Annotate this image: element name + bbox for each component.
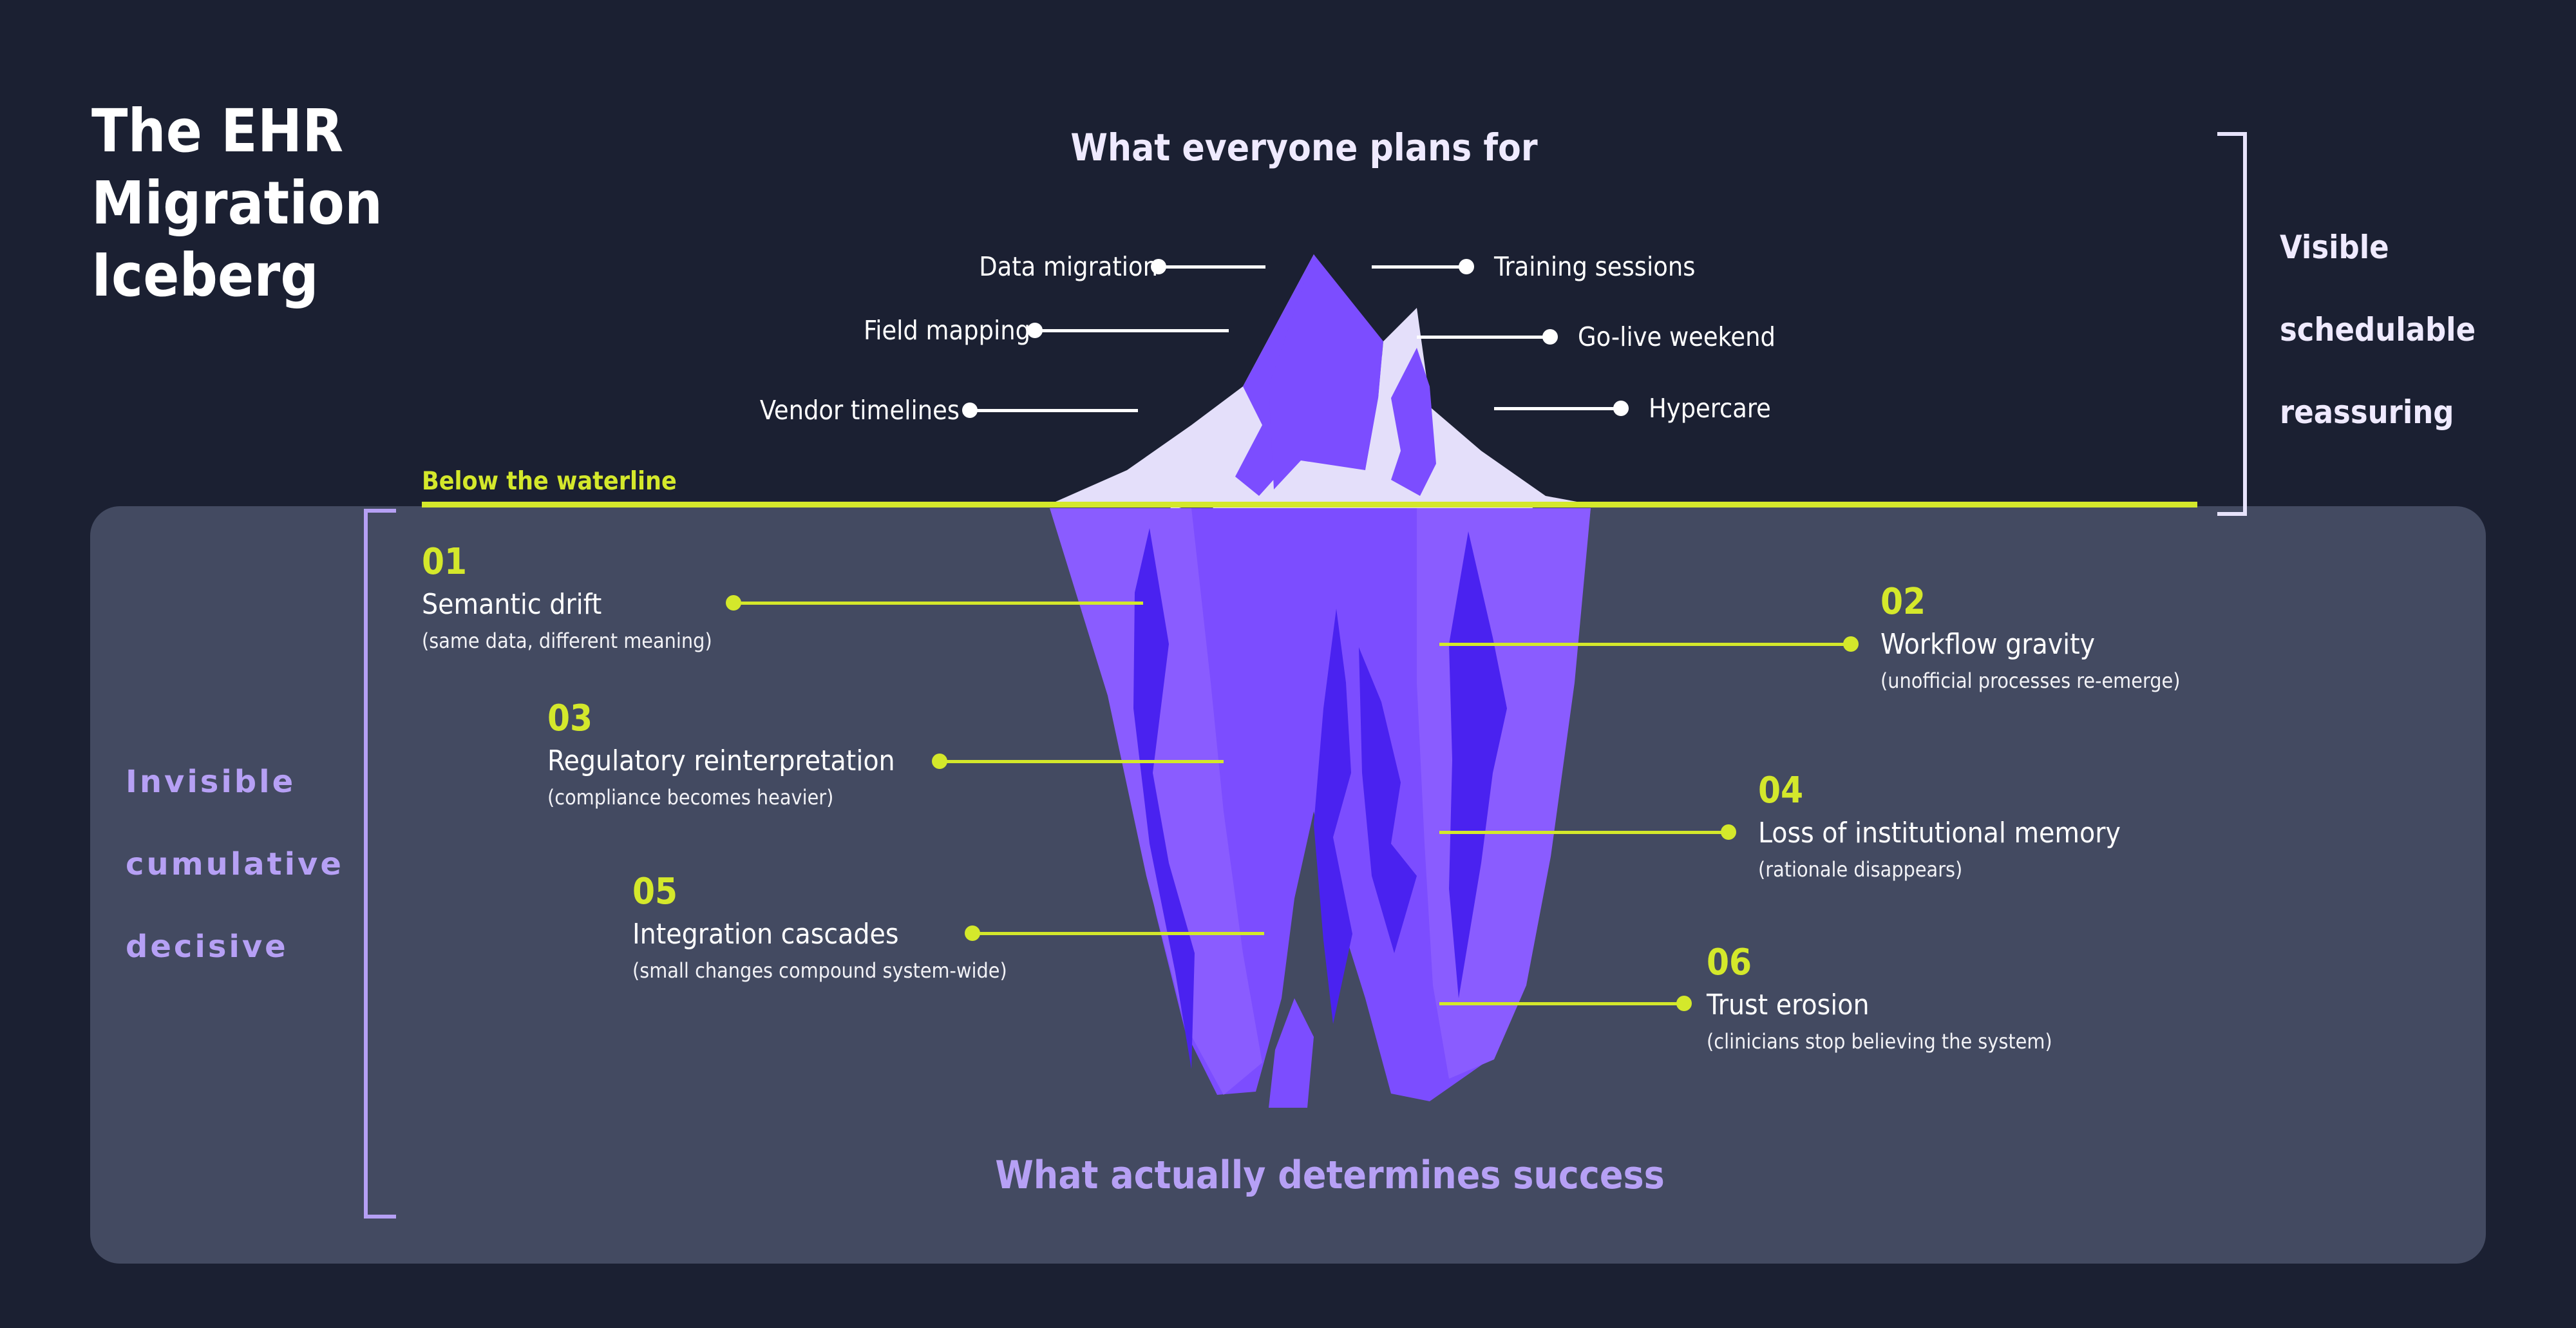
iceberg-shadow-left [1145, 439, 1224, 510]
hidden-connector-01 [741, 602, 1143, 605]
hidden-item-04: 04 Loss of institutional memory (rationa… [1758, 773, 2121, 880]
visible-connector-0 [1166, 265, 1265, 269]
iceberg-underwater-keel [1269, 998, 1314, 1108]
visible-label-dot-1 [1027, 323, 1043, 338]
hidden-item-04-title: Loss of institutional memory [1758, 817, 2121, 849]
above-water-heading: What everyone plans for [1070, 126, 1538, 169]
hidden-connector-02 [1439, 643, 1845, 646]
hidden-connector-dot-04 [1721, 824, 1736, 840]
hidden-connector-dot-02 [1843, 636, 1859, 652]
visible-label-go-live-weekend: Go-live weekend [1578, 321, 1776, 352]
hidden-item-02-title: Workflow gravity [1880, 628, 2096, 661]
iceberg-crevasse-center2 [1359, 647, 1417, 953]
visible-label-training-sessions: Training sessions [1494, 251, 1696, 282]
hidden-item-01-title: Semantic drift [422, 588, 602, 621]
hidden-item-03: 03 Regulatory reinterpretation (complian… [547, 701, 895, 808]
waterline-label: Below the waterline [422, 467, 677, 496]
visible-label-dot-2 [962, 403, 978, 418]
visible-connector-4 [1417, 336, 1546, 339]
hidden-item-03-title: Regulatory reinterpretation [547, 745, 895, 777]
hidden-item-05: 05 Integration cascades (small changes c… [632, 871, 1007, 983]
iceberg-peak-main [1269, 254, 1383, 489]
page-title: The EHR Migration Iceberg [91, 97, 383, 310]
iceberg-above-water [1050, 254, 1591, 554]
hidden-item-06-number: 06 [1707, 942, 1752, 983]
visible-label-hypercare: Hypercare [1649, 393, 1771, 424]
visible-connector-5 [1494, 407, 1616, 410]
hidden-connector-dot-03 [932, 754, 947, 769]
invisible-trait-0: Invisible [126, 764, 296, 800]
visible-label-field-mapping: Field mapping [863, 315, 1030, 346]
iceberg-underwater-right-lobe [1417, 508, 1591, 1079]
iceberg-crevasse-center [1314, 609, 1352, 1024]
hidden-connector-05 [980, 932, 1264, 935]
visible-label-data-migration: Data migration [979, 251, 1158, 282]
hidden-item-04-sub: (rationale disappears) [1758, 857, 1963, 882]
visible-connector-3 [1372, 265, 1462, 269]
hidden-item-02-sub: (unofficial processes re-emerge) [1880, 669, 2181, 693]
hidden-connector-dot-01 [726, 595, 741, 611]
visible-label-dot-0 [1151, 259, 1166, 274]
visible-connector-2 [977, 409, 1138, 412]
invisible-trait-1: cumulative [126, 846, 344, 882]
iceberg-notch-right [1391, 348, 1436, 496]
hidden-item-05-sub: (small changes compound system-wide) [632, 958, 1007, 983]
visible-connector-1 [1042, 329, 1229, 332]
hidden-item-03-number: 03 [547, 697, 593, 739]
visible-bracket [2217, 132, 2247, 516]
visible-trait-2: reassuring [2280, 394, 2454, 431]
hidden-item-05-number: 05 [632, 871, 678, 913]
invisible-traits: Invisible cumulative decisive [126, 741, 344, 988]
visible-label-vendor-timelines: Vendor timelines [759, 395, 960, 426]
iceberg-below-water [1050, 508, 1591, 1108]
hidden-item-01: 01 Semantic drift (same data, different … [422, 541, 712, 653]
hidden-connector-04 [1439, 831, 1723, 834]
visible-traits: Visible schedulable reassuring [2280, 206, 2476, 453]
hidden-item-02: 02 Workflow gravity (unofficial processe… [1880, 581, 2181, 693]
hidden-connector-dot-06 [1676, 996, 1692, 1011]
hidden-item-03-sub: (compliance becomes heavier) [547, 785, 834, 810]
visible-trait-1: schedulable [2280, 311, 2476, 348]
visible-trait-0: Visible [2280, 229, 2389, 266]
hidden-item-06-title: Trust erosion [1707, 989, 1870, 1021]
hidden-item-06-sub: (clinicians stop believing the system) [1707, 1029, 2052, 1054]
waterline-rule [422, 502, 2197, 507]
invisible-bracket [364, 509, 396, 1219]
iceberg-illustration [1050, 254, 1591, 1108]
below-water-heading: What actually determines success [995, 1153, 1665, 1198]
invisible-trait-2: decisive [126, 929, 289, 965]
hidden-item-01-sub: (same data, different meaning) [422, 629, 712, 653]
hidden-item-05-title: Integration cascades [632, 918, 899, 951]
hidden-connector-06 [1439, 1002, 1679, 1005]
hidden-connector-03 [947, 760, 1224, 763]
hidden-item-02-number: 02 [1880, 581, 1926, 623]
hidden-item-01-number: 01 [422, 541, 468, 583]
hidden-item-06: 06 Trust erosion (clinicians stop believ… [1707, 945, 2052, 1052]
iceberg-crevasse-right [1449, 531, 1507, 998]
hidden-item-04-number: 04 [1758, 770, 1804, 811]
hidden-connector-dot-05 [965, 925, 980, 941]
